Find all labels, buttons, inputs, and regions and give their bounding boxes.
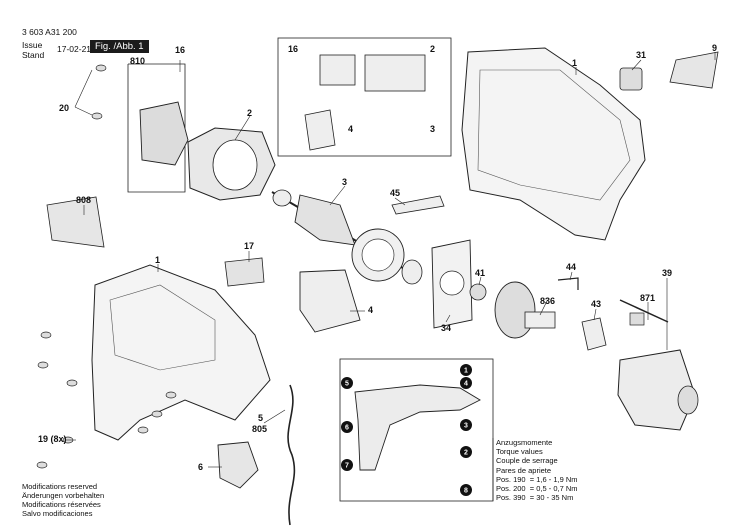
callout-6: 6 <box>198 462 204 472</box>
inset-callout-3: 3 <box>430 124 436 134</box>
torque-title-en: Torque values <box>496 447 543 457</box>
callout-41: 41 <box>475 268 486 278</box>
rating-plate-9 <box>669 51 719 89</box>
torque-row-390: Pos. 390 = 30 - 35 Nm <box>496 493 574 503</box>
switch-4 <box>299 269 361 333</box>
callout-43: 43 <box>591 299 602 309</box>
callout-45: 45 <box>390 188 401 198</box>
assembled-drill <box>354 384 481 471</box>
brush-holder-frame <box>127 63 186 193</box>
callout-31: 31 <box>636 50 647 60</box>
callout-17: 17 <box>244 241 255 251</box>
torque-title-de: Anzugsmomente <box>496 438 553 447</box>
svg-text:5: 5 <box>345 381 349 388</box>
callout-2-stator: 2 <box>247 108 253 118</box>
inset-callout-4: 4 <box>348 124 354 134</box>
inset-callout-16: 16 <box>288 44 299 54</box>
callout-4-switch: 4 <box>368 305 374 315</box>
brush-holder-16 <box>139 101 189 166</box>
doc-number: 3 603 A31 200 <box>22 27 77 37</box>
callout-810: 810 <box>130 56 146 66</box>
callout-9: 9 <box>712 43 718 53</box>
marker-8: 8 <box>460 484 472 496</box>
callout-34: 34 <box>441 323 452 333</box>
marker-1: 1 <box>460 364 472 376</box>
strain-relief-6 <box>217 441 259 489</box>
callout-44: 44 <box>566 262 577 272</box>
svg-text:4: 4 <box>464 381 468 388</box>
torque-values: Anzugsmomente Torque values Couple de se… <box>496 438 578 502</box>
screws-19 <box>36 331 177 469</box>
modification-notes: Modifications reserved Änderungen vorbeh… <box>22 482 105 518</box>
screws-20 <box>91 64 107 120</box>
callout-871: 871 <box>640 293 656 303</box>
wiring-inset-frame <box>277 37 452 157</box>
switch-knob-31 <box>619 67 643 91</box>
inset-callout-2: 2 <box>430 44 436 54</box>
housing-half-left <box>91 264 271 441</box>
callout-5: 5 <box>258 413 264 423</box>
legend-markers: 1 2 3 4 5 6 7 8 <box>341 364 472 496</box>
figure-label: Fig. /Abb. 1 <box>90 40 149 53</box>
marker-7: 7 <box>341 459 353 471</box>
marker-2: 2 <box>460 446 472 458</box>
part-45 <box>391 195 445 215</box>
callout-808: 808 <box>76 195 92 205</box>
callout-3-armature: 3 <box>342 177 348 187</box>
callout-16: 16 <box>175 45 186 55</box>
callout-39: 39 <box>662 268 673 278</box>
svg-text:7: 7 <box>345 463 349 470</box>
svg-text:2: 2 <box>464 450 468 457</box>
svg-text:6: 6 <box>345 425 349 432</box>
callout-1-housing: 1 <box>572 58 578 68</box>
part-44 <box>557 277 579 290</box>
torque-title-fr: Couple de serrage <box>496 456 558 466</box>
cable-5 <box>287 384 296 526</box>
callout-1-housing-lower: 1 <box>155 255 161 265</box>
assembly-inset-frame <box>339 358 494 502</box>
part-41 <box>469 283 487 301</box>
svg-text:1: 1 <box>464 368 468 375</box>
torque-title-es: Pares de apriete <box>496 465 552 475</box>
marker-4: 4 <box>460 377 472 389</box>
marker-6: 6 <box>341 421 353 433</box>
callout-20: 20 <box>59 103 70 113</box>
issue-label: Issue Stand <box>22 40 45 60</box>
callout-805: 805 <box>252 424 268 434</box>
callout-19: 19 (8x) <box>38 434 67 444</box>
svg-text:3: 3 <box>464 423 468 430</box>
part-43 <box>581 317 607 351</box>
housing-half-right <box>461 47 646 241</box>
armature-3 <box>271 189 423 285</box>
chuck-39 <box>617 299 699 431</box>
marker-5: 5 <box>341 377 353 389</box>
issue-date: 17-02-21 <box>57 44 92 54</box>
part-17 <box>224 257 265 287</box>
torque-row-200: Pos. 200 = 0,5 - 0,7 Nm <box>496 484 578 494</box>
svg-text:8: 8 <box>464 488 468 495</box>
torque-row-190: Pos. 190 = 1,6 - 1,9 Nm <box>496 474 578 484</box>
plate-808 <box>46 196 105 248</box>
gear-836 <box>494 281 556 339</box>
marker-3: 3 <box>460 419 472 431</box>
callout-836: 836 <box>540 296 556 306</box>
